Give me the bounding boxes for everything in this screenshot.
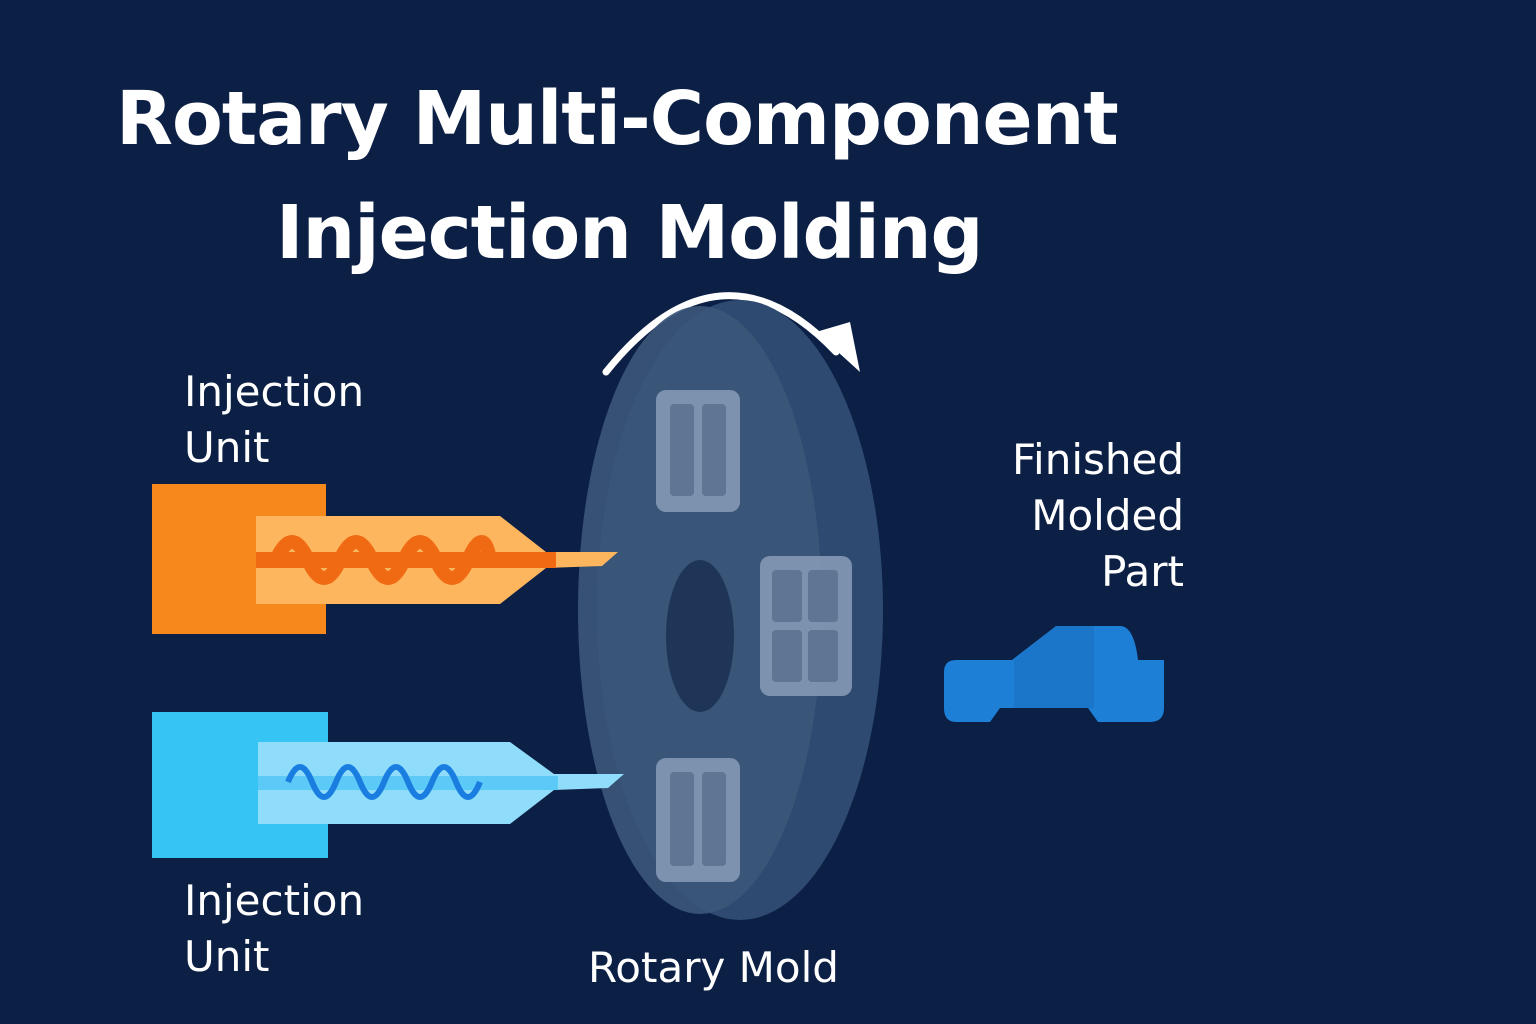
screw-bottom <box>285 764 483 800</box>
mold-cavity-bottom <box>656 758 740 882</box>
mold-center-hole <box>666 560 734 712</box>
curved-arrow-icon <box>602 292 860 376</box>
injection-unit-bottom <box>152 712 624 858</box>
title-line-2: Injection Molding <box>276 190 983 276</box>
rotary-mold <box>578 300 883 920</box>
mold-cavity-top <box>656 390 740 512</box>
finished-part-icon <box>944 626 1164 722</box>
title-line-1: Rotary Multi-Component <box>116 76 1119 162</box>
mold-cavity-right <box>760 556 852 696</box>
injection-unit-top <box>152 484 618 634</box>
label-rotary-mold: Rotary Mold <box>588 943 839 992</box>
label-injection-unit-bottom: Injection Unit <box>184 876 365 981</box>
label-injection-unit-top: Injection Unit <box>184 367 365 472</box>
label-finished-part: Finished Molded Part <box>1011 435 1184 596</box>
screw-top <box>269 535 497 585</box>
